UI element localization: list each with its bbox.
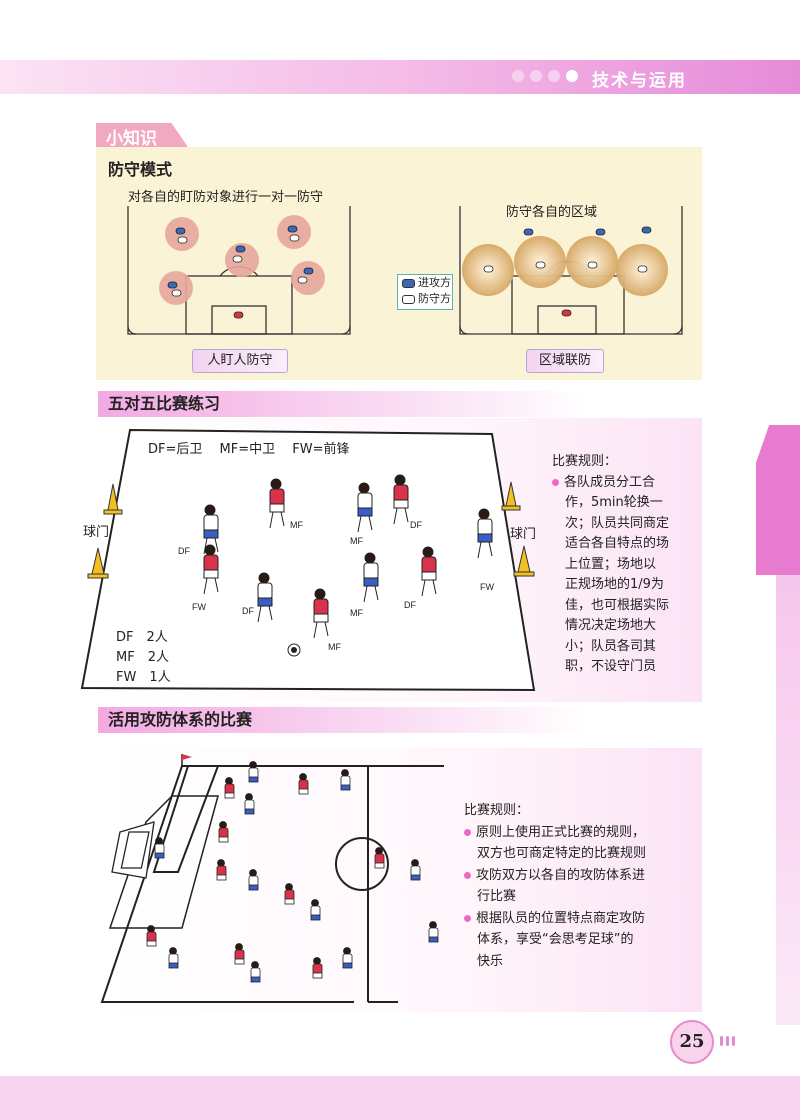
svg-text:MF: MF xyxy=(350,536,363,546)
svg-text:MF: MF xyxy=(350,608,363,618)
five-a-side-rules: 比赛规则： 各队成员分工合 作，5min轮换一 次；队员共同商定 适合各自特点的… xyxy=(552,452,694,678)
rules-line: 原则上使用正式比赛的规则， xyxy=(464,822,694,844)
rules-line: 攻防双方以各自的攻防体系进 xyxy=(464,865,694,887)
zone-defense-label: 区域联防 xyxy=(526,349,604,373)
rules-line: 职，不设守门员 xyxy=(565,659,657,674)
rules-line: 佳，也可根据实际 xyxy=(565,597,670,613)
system-game-title: 活用攻防体系的比赛 xyxy=(98,707,712,733)
rules-line: 次；队员共同商定 xyxy=(565,515,670,531)
page-number-dots xyxy=(720,1036,735,1046)
rules-line: 小；队员各司其 xyxy=(565,638,657,654)
svg-text:MF: MF xyxy=(328,642,341,652)
man-marking-label: 人盯人防守 xyxy=(192,349,288,373)
legend-attack: 进攻方 xyxy=(398,275,452,291)
count-mf: MF 2人 xyxy=(116,650,169,665)
five-a-side-field: MF MF DF DF FW DF MF DF MF FW xyxy=(80,428,536,692)
man-marking-diagram xyxy=(127,206,351,335)
svg-text:DF: DF xyxy=(404,600,416,610)
svg-text:MF: MF xyxy=(290,520,303,530)
goal-right-label: 球门 xyxy=(510,527,537,542)
zone-defense-caption: 防守各自的区域 xyxy=(506,205,598,220)
system-game-rules: 比赛规则： 原则上使用正式比赛的规则， 双方也可商定特定的比赛规则 攻防双方以各… xyxy=(464,800,694,972)
legend: 进攻方 防守方 xyxy=(397,274,453,310)
rules-line: 行比赛 xyxy=(477,889,517,904)
right-decoration-fade xyxy=(776,575,800,1025)
count-fw: FW 1人 xyxy=(116,670,171,685)
rules-line: 双方也可商定特定的比赛规则 xyxy=(477,846,647,861)
rules-line: 正规场地的1/9为 xyxy=(565,577,664,592)
rules-title: 比赛规则： xyxy=(464,803,530,818)
svg-text:FW: FW xyxy=(192,602,206,612)
svg-text:DF: DF xyxy=(410,520,422,530)
rules-line: 作，5min轮换一 xyxy=(565,495,663,510)
knowledge-tag xyxy=(96,123,188,147)
rules-line: 根据队员的位置特点商定攻防 xyxy=(464,908,694,930)
svg-text:DF: DF xyxy=(178,546,190,556)
rules-line: 体系，享受“会思考足球”的 xyxy=(477,932,634,947)
right-decoration-strip xyxy=(756,425,800,575)
svg-text:DF: DF xyxy=(242,606,254,616)
rules-line: 各队成员分工合 xyxy=(552,473,694,494)
rules-line: 快乐 xyxy=(477,953,504,969)
header-title: 技术与运用 xyxy=(592,71,687,91)
page-number: 25 xyxy=(679,1031,705,1052)
five-a-side-title: 五对五比赛练习 xyxy=(98,391,712,417)
defense-mode-title: 防守模式 xyxy=(108,160,173,179)
bottom-band xyxy=(0,1076,800,1120)
header-bar xyxy=(0,60,800,94)
svg-text:FW: FW xyxy=(480,582,494,592)
field-players xyxy=(146,761,439,983)
count-df: DF 2人 xyxy=(116,630,168,645)
knowledge-tag-label: 小知识 xyxy=(106,129,157,149)
header-dots xyxy=(512,70,578,82)
full-field-diagram xyxy=(100,754,444,1003)
player-markers xyxy=(167,225,314,319)
man-marking-caption: 对各自的盯防对象进行一对一防守 xyxy=(128,190,324,205)
rules-title: 比赛规则： xyxy=(552,454,618,469)
rules-line: 上位置；场地以 xyxy=(565,556,657,572)
position-abbreviations: DF=后卫 MF=中卫 FW=前锋 xyxy=(148,442,350,457)
zone-defense-diagram xyxy=(459,206,683,335)
attack-marker-icon xyxy=(402,278,415,288)
legend-defend: 防守方 xyxy=(398,291,452,307)
page-number-badge xyxy=(670,1020,714,1064)
rules-line: 情况决定场地大 xyxy=(565,618,657,633)
rules-line: 适合各自特点的场 xyxy=(565,536,670,551)
goal-left-label: 球门 xyxy=(83,525,110,540)
defend-marker-icon xyxy=(402,294,415,304)
